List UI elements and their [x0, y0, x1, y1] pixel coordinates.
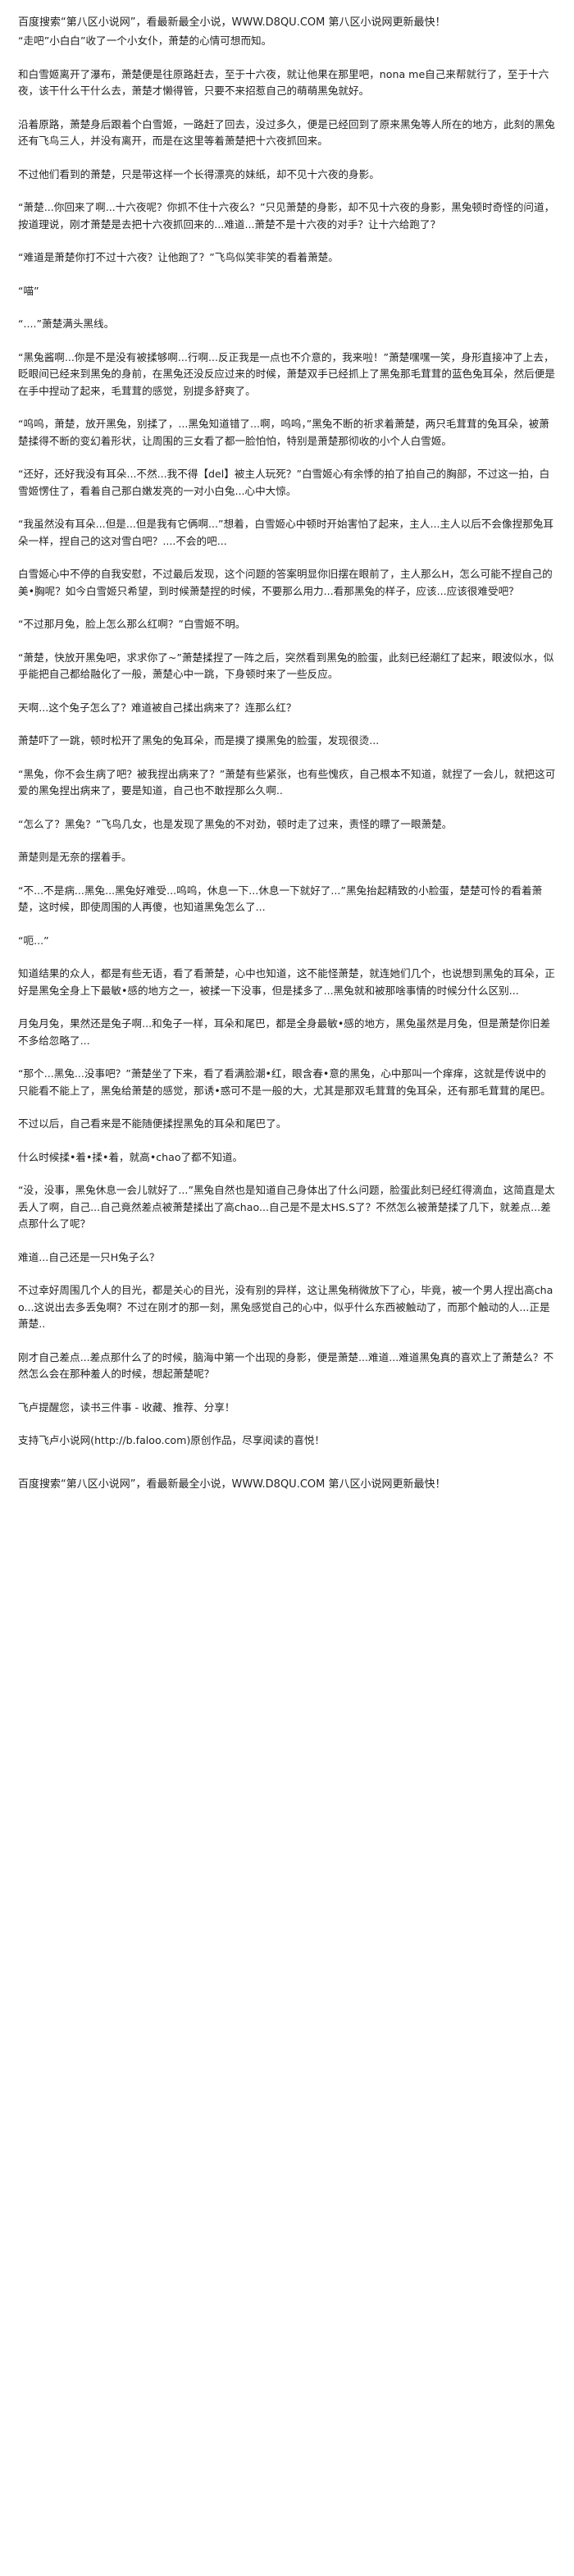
paragraph: “喵”: [18, 284, 39, 297]
paragraph: 和白雪姬离开了瀑布，萧楚便是往原路赶去，至于十六夜，就让他果在那里吧，nona …: [18, 67, 549, 98]
paragraph: “难道是萧楚你打不过十六夜？让他跑了？”飞鸟似笑非笑的看着萧楚。: [18, 251, 339, 263]
chapter-content: “走吧”小白白”收了一个小女仆，萧楚的心情可想而知。和白雪姬离开了瀑布，萧楚便是…: [18, 33, 556, 1383]
paragraph: “我虽然没有耳朵...但是...但是我有它俩啊...”想着，白雪姬心中顿时开始害…: [18, 518, 554, 547]
paragraph: 白雪姬心中不停的自我安慰，不过最后发现，这个问题的答案明显你旧摆在眼前了，主人那…: [18, 568, 553, 597]
paragraph: 不过幸好周围几个人的目光，都是关心的目光，没有别的异样，这让黑兔稍微放下了心，毕…: [18, 1284, 554, 1330]
paragraph: 知道结果的众人，都是有些无语，看了看萧楚，心中也知道，这不能怪萧楚，就连她们几个…: [18, 967, 555, 997]
paragraph: 难道...自己还是一只H兔子么？: [18, 1250, 160, 1263]
paragraph: “怎么了？黑兔？”飞鸟几女，也是发现了黑兔的不对劲，顿时走了过来，责怪的瞟了一眼…: [18, 817, 453, 830]
paragraph: 不过他们看到的萧楚，只是带这样一个长得漂亮的妹纸，却不见十六夜的身影。: [18, 167, 380, 180]
paragraph: “那个...黑兔...没事吧？”萧楚坐了下来，看了看满脸潮•红，眼含春•意的黑兔…: [18, 1067, 551, 1097]
paragraph: 刚才自己差点...差点那什么了的时候，脑海中第一个出现的身影，便是萧楚...难道…: [18, 1350, 554, 1381]
paragraph: 什么时候揉•着•揉•着，就高•chao了都不知道。: [18, 1150, 244, 1163]
paragraph: “走吧”小白白”收了一个小女仆，萧楚的心情可想而知。: [18, 34, 272, 47]
paragraph: 天啊...这个兔子怎么了？难道被自己揉出病来了？连那么红？: [18, 701, 297, 714]
paragraph: “萧楚，快放开黑兔吧，求求你了~”萧楚揉捏了一阵之后，突然看到黑兔的脸蛋，此刻已…: [18, 651, 554, 681]
paragraph: “不过那月兔，脸上怎么那么红啊？”白雪姬不明。: [18, 618, 246, 630]
paragraph: 萧楚吓了一跳，顿时松开了黑兔的兔耳朵，而是摸了摸黑兔的脸蛋，发现很烫...: [18, 734, 380, 747]
paragraph: 不过以后，自己看来是不能随便揉捏黑兔的耳朵和尾巴了。: [18, 1117, 287, 1130]
paragraph: 萧楚则是无奈的摆着手。: [18, 851, 132, 863]
paragraph: “呜呜，萧楚，放开黑兔，别揉了，...黑兔知道错了...啊，呜呜，”黑兔不断的祈…: [18, 418, 549, 447]
paragraph: “还好，还好我没有耳朵...不然...我不得【del】被主人玩死？”白雪姬心有余…: [18, 468, 550, 497]
paragraph: “没，没事，黑兔休息一会儿就好了...”黑兔自然也是知道自己身体出了什么问题，脸…: [18, 1184, 555, 1230]
paragraph: “不...不是病...黑兔...黑兔好难受...呜呜，休息一下...休息一下就好…: [18, 884, 543, 914]
paragraph: “黑兔酱啊...你是不是没有被揉够啊...行啊...反正我是一点也不介意的，我来…: [18, 350, 555, 397]
paragraph: “呃...”: [18, 934, 49, 947]
paragraph: 沿着原路，萧楚身后跟着个白雪姬，一路赶了回去，没过多久，便是已经回到了原来黑兔等…: [18, 117, 555, 148]
paragraph: 月兔月兔，果然还是兔子啊...和兔子一样，耳朵和尾巴，都是全身最敏•感的地方，黑…: [18, 1017, 551, 1047]
paragraph: “萧楚...你回来了啊...十六夜呢？你抓不住十六夜么？”只见萧楚的身影，却不见…: [18, 201, 555, 231]
footer-support: 支持飞卢小说网(http://b.faloo.com)原创作品，尽享阅读的喜悦！: [18, 1433, 326, 1446]
site-banner-top: 百度搜索“第八区小说网”，看最新最全小说，WWW.D8QU.COM 第八区小说网…: [18, 16, 446, 29]
paragraph: “黑兔，你不会生病了吧？被我捏出病来了？”萧楚有些紧张，也有些愧疚，自己根本不知…: [18, 767, 556, 797]
paragraph: “....”萧楚满头黑线。: [18, 317, 115, 330]
site-banner-bottom: 百度搜索“第八区小说网”，看最新最全小说，WWW.D8QU.COM 第八区小说网…: [18, 1478, 446, 1491]
footer-reminder: 飞卢提醒您，读书三件事 - 收藏、推荐、分享！: [18, 1400, 235, 1414]
